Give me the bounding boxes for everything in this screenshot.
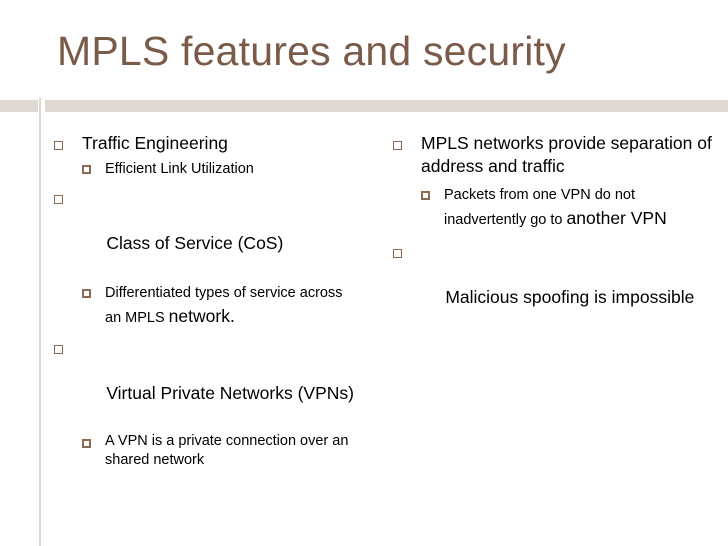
sub-bullet-item: Differentiated types of service across a… (82, 282, 354, 330)
filled-square-bullet-icon (82, 289, 91, 298)
header-rule-right (45, 100, 728, 112)
sub-bullet-text: Differentiated types of service across a… (105, 285, 343, 326)
bullet-text: MPLS networks provide separation of addr… (421, 133, 712, 176)
sub-bullet-item: A VPN is a private connection over an sh… (82, 432, 354, 470)
bullet-item: Malicious spoofing is impossible (393, 240, 713, 332)
sub-bullet-item: Packets from one VPN do not inadvertentl… (421, 184, 713, 232)
right-column: MPLS networks provide separation of addr… (393, 132, 713, 336)
bullet-text: Class of Service (CoS) (101, 233, 284, 253)
square-bullet-icon (54, 345, 63, 354)
left-column: Traffic Engineering Efficient Link Utili… (54, 132, 354, 474)
bullet-item: MPLS networks provide separation of addr… (393, 132, 713, 178)
square-bullet-icon (393, 141, 402, 150)
sub-bullet-text: A VPN is a private connection over an sh… (105, 433, 349, 468)
vertical-divider (39, 98, 41, 546)
filled-square-bullet-icon (82, 165, 91, 174)
sub-bullet-text: Packets from one VPN do not inadvertentl… (444, 187, 636, 228)
slide-title: MPLS features and security (57, 28, 566, 74)
sub-bullet-text-large: another VPN (566, 208, 667, 228)
square-bullet-icon (54, 195, 63, 204)
bullet-item: Traffic Engineering (54, 132, 354, 155)
filled-square-bullet-icon (421, 191, 430, 200)
header-rule-left (0, 100, 38, 112)
bullet-item: Virtual Private Networks (VPNs) (54, 336, 354, 428)
bullet-item: Class of Service (CoS) (54, 186, 354, 278)
sub-bullet-text-large: network. (168, 306, 235, 326)
sub-bullet-text: Efficient Link Utilization (105, 161, 254, 177)
bullet-text: Virtual Private Networks (VPNs) (101, 383, 354, 403)
sub-bullet-item: Efficient Link Utilization (82, 158, 354, 181)
filled-square-bullet-icon (82, 439, 91, 448)
square-bullet-icon (393, 249, 402, 258)
bullet-text: Malicious spoofing is impossible (440, 287, 695, 307)
bullet-text: Traffic Engineering (82, 133, 228, 153)
square-bullet-icon (54, 141, 63, 150)
